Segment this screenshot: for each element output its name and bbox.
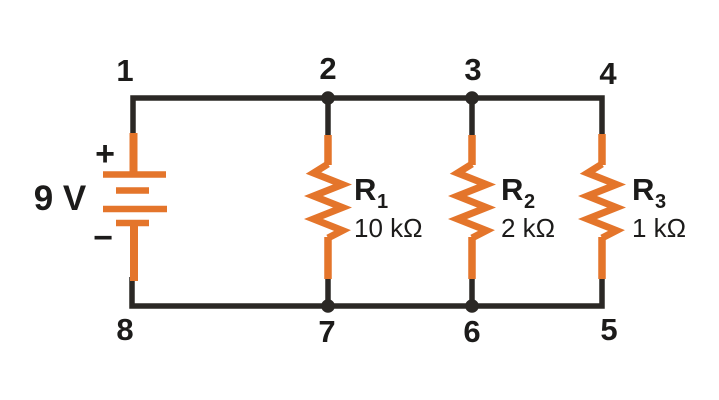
resistor-r1-label: R: [354, 172, 376, 207]
node-label-8: 8: [116, 312, 133, 347]
node-junction-6: [465, 299, 479, 313]
battery-minus-label: −: [93, 219, 113, 257]
r2-zigzag: [448, 161, 496, 242]
node-label-7: 7: [318, 314, 335, 349]
resistor-r2-value: 2 kΩ: [501, 213, 555, 243]
resistor-r1-value: 10 kΩ: [354, 213, 423, 243]
node-junction-3: [465, 91, 479, 105]
node-label-4: 4: [599, 56, 617, 91]
node-label-3: 3: [464, 52, 481, 87]
node-label-5: 5: [600, 312, 617, 347]
resistor-r3-symbol: [578, 134, 626, 279]
resistor-r3-label: R: [632, 172, 654, 207]
resistor-r3-value: 1 kΩ: [632, 213, 686, 243]
resistor-r1-subscript: 1: [377, 191, 388, 213]
resistor-r3-subscript: 3: [655, 191, 666, 213]
resistor-r2-subscript: 2: [524, 191, 535, 213]
resistor-r2-symbol: [448, 135, 496, 279]
resistor-r2-label: R: [501, 172, 523, 207]
battery-voltage-label: 9 V: [34, 179, 87, 218]
r1-zigzag: [304, 161, 352, 242]
node-label-2: 2: [319, 51, 336, 86]
bottom-wire: [129, 277, 605, 309]
r3-zigzag: [578, 161, 626, 242]
resistor-r1-symbol: [304, 135, 352, 279]
node-label-1: 1: [116, 53, 133, 88]
node-label-6: 6: [463, 314, 480, 349]
top-wire: [130, 95, 605, 138]
node-junction-2: [321, 91, 335, 105]
battery-plus-label: +: [95, 135, 115, 173]
battery-symbol: [103, 133, 167, 281]
node-junction-7: [321, 299, 335, 313]
